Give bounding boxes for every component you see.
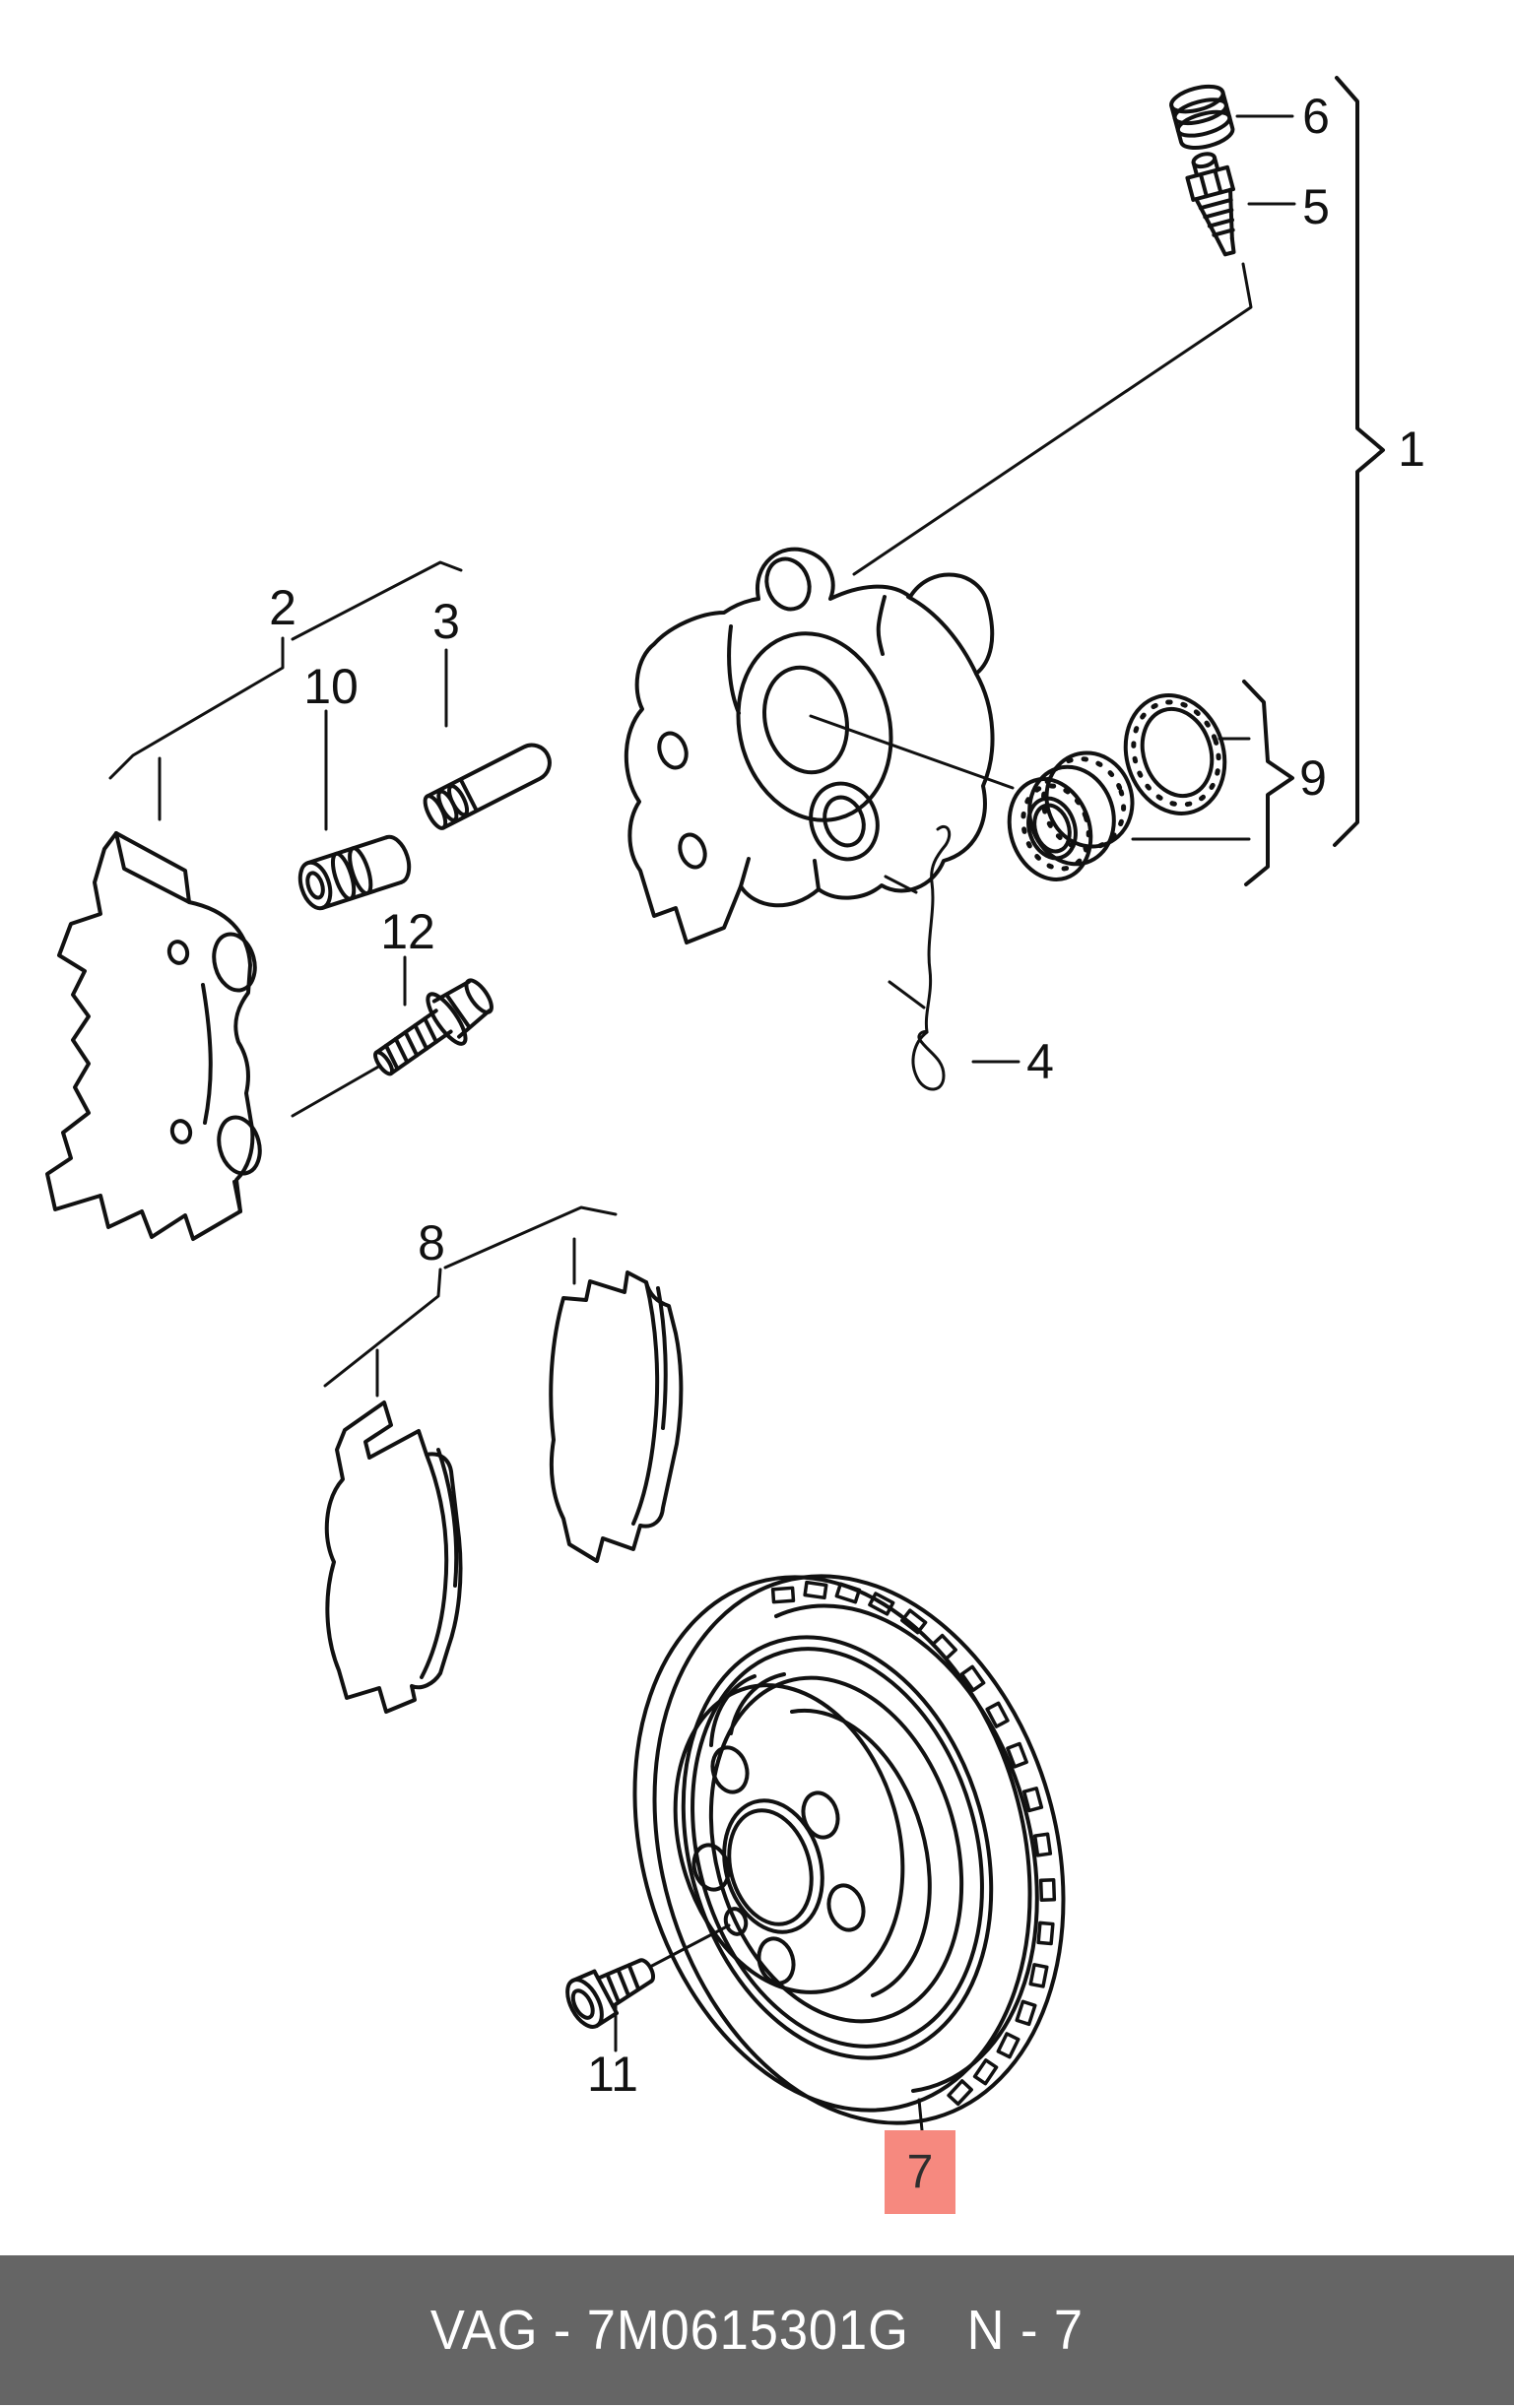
brake-pad-left bbox=[324, 1400, 463, 1714]
disc-lug-holes bbox=[691, 1745, 866, 1985]
callout-12[interactable]: 12 bbox=[380, 904, 435, 959]
shaft-seal bbox=[1123, 693, 1227, 815]
brake-pad-right bbox=[549, 1270, 684, 1563]
leader-lines bbox=[108, 114, 1296, 2132]
page-reference-text: N - 7 bbox=[966, 2298, 1085, 2362]
callout-1[interactable]: 1 bbox=[1398, 422, 1425, 477]
carrier-bolt bbox=[373, 978, 494, 1076]
bleed-screw bbox=[1185, 152, 1236, 257]
bleed-screw-cap bbox=[1169, 84, 1235, 151]
securing-wire bbox=[884, 824, 952, 1091]
callout-2[interactable]: 2 bbox=[269, 580, 296, 635]
callout-5[interactable]: 5 bbox=[1302, 179, 1330, 234]
disc-set-screw bbox=[565, 1958, 656, 2029]
highlighted-callout-7[interactable]: 7 bbox=[885, 2130, 955, 2214]
part-number-text: VAG - 7M0615301G bbox=[429, 2298, 909, 2362]
footer-text-group: VAG - 7M0615301G N - 7 bbox=[429, 2298, 1085, 2362]
callout-7-label: 7 bbox=[906, 2145, 934, 2198]
brake-caliper-housing bbox=[624, 547, 995, 944]
callout-3[interactable]: 3 bbox=[432, 594, 460, 649]
callout-9[interactable]: 9 bbox=[1299, 750, 1327, 806]
guide-pin bbox=[423, 743, 552, 830]
callout-10[interactable]: 10 bbox=[303, 659, 359, 714]
disc-vent-slots bbox=[770, 1580, 1057, 2107]
callout-bracket-1 bbox=[1333, 76, 1385, 847]
callout-4[interactable]: 4 bbox=[1026, 1034, 1054, 1089]
brake-disc bbox=[632, 1574, 1066, 2125]
callout-11[interactable]: 11 bbox=[587, 2047, 638, 2102]
guide-bushing bbox=[297, 834, 412, 911]
wheel-bearing bbox=[1007, 750, 1135, 881]
footer-bar: VAG - 7M0615301G N - 7 bbox=[0, 2255, 1514, 2405]
callout-brace-9 bbox=[1242, 680, 1294, 886]
caliper-carrier bbox=[45, 831, 262, 1241]
callout-8[interactable]: 8 bbox=[418, 1215, 445, 1270]
callout-6[interactable]: 6 bbox=[1302, 89, 1330, 144]
